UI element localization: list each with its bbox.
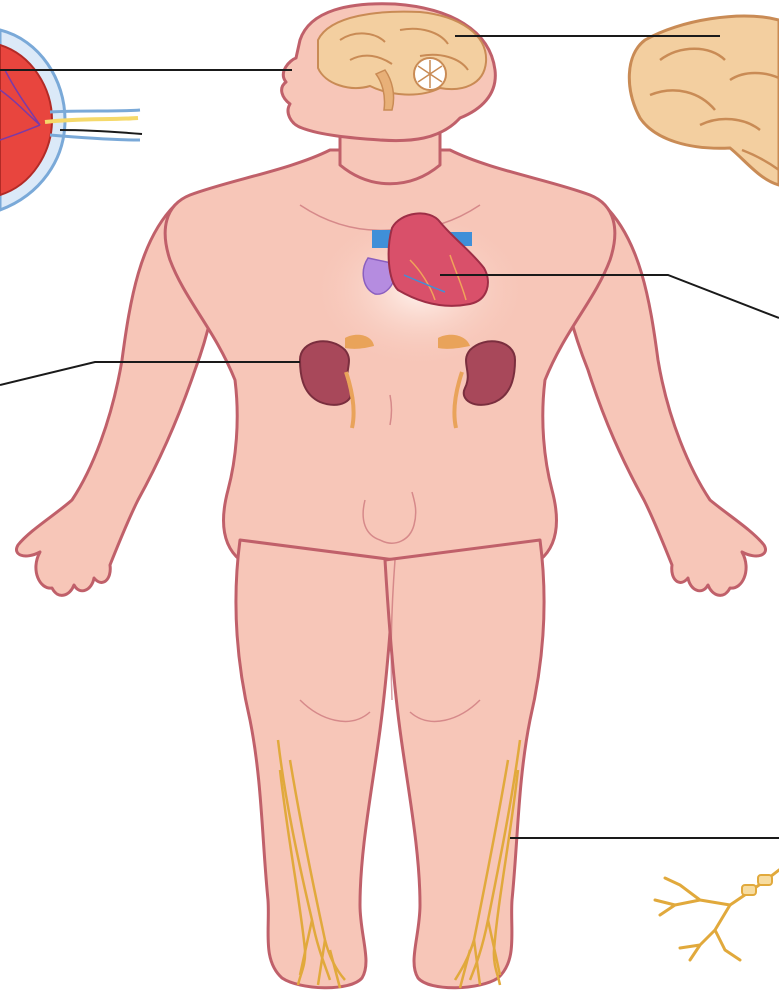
body-silhouette	[17, 4, 766, 988]
eye-icon	[0, 30, 142, 210]
left-leg	[236, 540, 395, 988]
right-leg	[385, 540, 544, 988]
brain-icon	[629, 16, 779, 185]
neuron-icon	[655, 870, 779, 960]
